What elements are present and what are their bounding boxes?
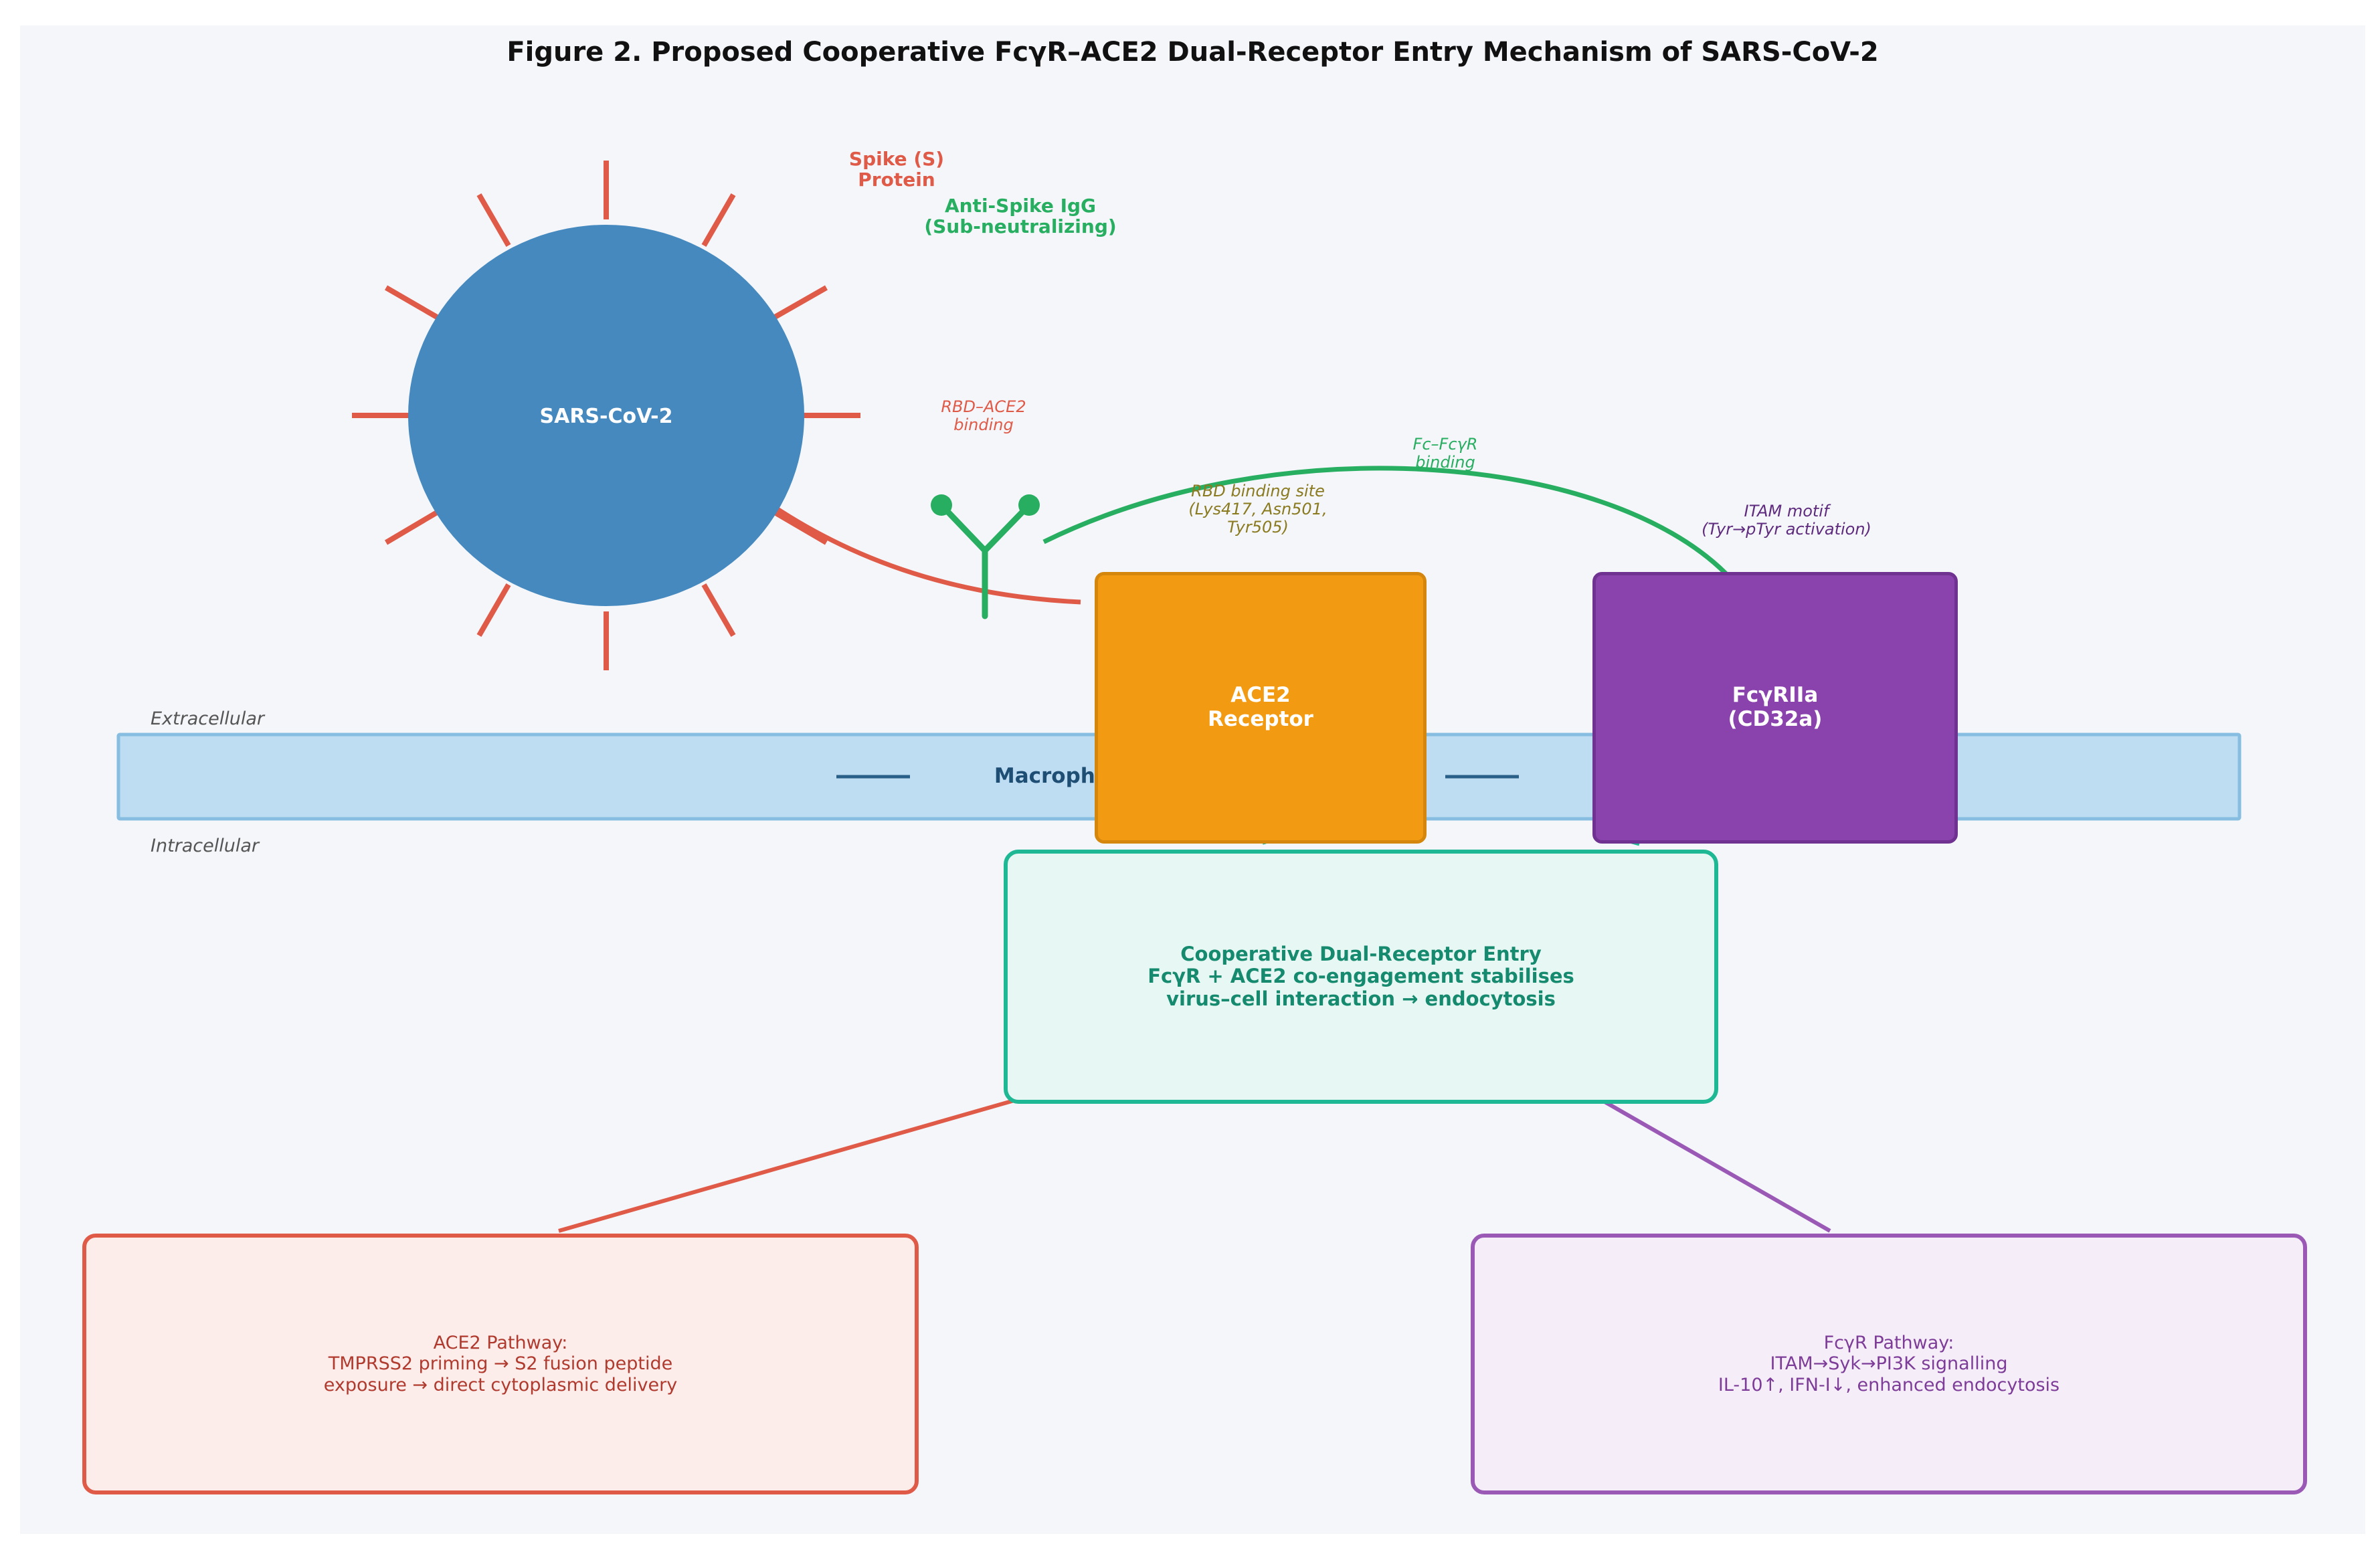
ace2-pathway-box: ACE2 Pathway: TMPRSS2 priming → S2 fusio… (82, 1234, 919, 1494)
fcgr-pathway-box: FcγR Pathway: ITAM→Syk→PI3K signalling I… (1471, 1234, 2307, 1494)
igg-antibody-icon (931, 494, 1040, 619)
ace2-receptor: ACE2 Receptor (1095, 572, 1427, 844)
spike-proteins (352, 161, 860, 670)
spike (384, 510, 439, 545)
fc-fcgr-binding-label: Fc–FcγR binding (1412, 435, 1478, 472)
coop-to-ace2-pathway-connector (558, 1087, 1055, 1233)
intracellular-label: Intracellular (151, 836, 260, 856)
sars-cov-2-virion (408, 225, 804, 606)
figure-title: Figure 2. Proposed Cooperative FcγR–ACE2… (507, 37, 1879, 68)
spike (476, 193, 511, 248)
antibody-left-tip (931, 494, 952, 516)
virus-label: SARS-CoV-2 (539, 405, 673, 428)
anti-spike-igg-label: Anti-Spike IgG (Sub-neutralizing) (924, 195, 1117, 238)
spike (701, 193, 736, 248)
antibody-right-tip (1018, 494, 1040, 516)
rbd-binding-site-label: RBD binding site (Lys417, Asn501, Tyr505… (1188, 482, 1328, 537)
spike (773, 510, 828, 545)
itam-motif-label: ITAM motif (Tyr→pTyr activation) (1702, 502, 1871, 539)
spike-protein-label: Spike (S) Protein (848, 148, 945, 191)
fcgr-receptor: FcγRIIa (CD32a) (1592, 572, 1958, 844)
coop-to-fcgr-pathway-connector (1581, 1087, 1831, 1233)
rbd-ace2-binding-label: RBD–ACE2 binding (941, 397, 1026, 434)
spike (773, 285, 828, 320)
spike (384, 285, 439, 320)
figure-panel: Figure 2. Proposed Cooperative FcγR–ACE2… (20, 25, 2365, 1534)
rbd-ace2-binding-curve (768, 502, 1081, 605)
extracellular-label: Extracellular (151, 708, 264, 729)
fc-fcgr-binding-curve (1042, 466, 1728, 576)
cooperative-entry-box: Cooperative Dual-Receptor Entry FcγR + A… (1004, 850, 1718, 1104)
spike (701, 583, 736, 638)
spike (476, 583, 511, 638)
